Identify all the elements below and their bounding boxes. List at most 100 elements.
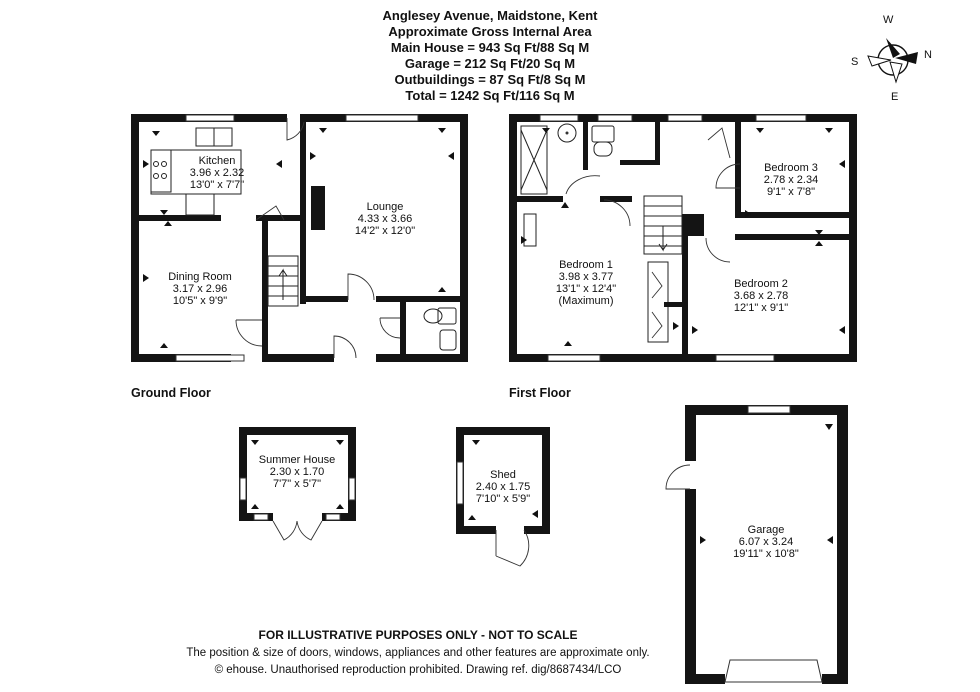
ff-wall-bed1-east <box>682 234 688 354</box>
ff-staircase <box>643 195 683 255</box>
bedroom2-imperial: 12'1" x 9'1" <box>734 302 788 314</box>
ff-marker <box>756 128 764 133</box>
garage-up-and-over-door <box>724 659 823 683</box>
ff-wall-bed2-north <box>735 234 849 240</box>
summer-house-plan: Summer House 2.30 x 1.70 7'7" x 5'7" <box>239 427 356 541</box>
shed-wall-bottom-left <box>456 526 496 534</box>
gf-wall-stair <box>262 220 268 354</box>
garage-wall-left-b <box>685 489 696 684</box>
total-area: Total = 1242 Sq Ft/116 Sq M <box>405 88 574 103</box>
ff-wall-right <box>849 114 857 362</box>
compass-needle-south-icon <box>867 55 892 67</box>
address-title: Anglesey Avenue, Maidstone, Kent <box>382 8 598 23</box>
copyright-line: © ehouse. Unauthorised reproduction proh… <box>215 664 622 676</box>
garage-area: Garage = 212 Sq Ft/20 Sq M <box>405 56 575 71</box>
gf-wc-cistern <box>437 307 457 325</box>
kitchen-name: Kitchen <box>199 155 236 167</box>
ff-window-bath <box>539 114 579 122</box>
gf-marker <box>438 287 446 292</box>
disclaimer-heading: FOR ILLUSTRATIVE PURPOSES ONLY - NOT TO … <box>259 628 578 642</box>
garage-metric: 6.07 x 3.24 <box>739 536 793 548</box>
ff-marker <box>745 210 751 218</box>
ff-wc-toilet <box>593 141 613 157</box>
ff-window-wc <box>597 114 633 122</box>
sh-window-right <box>348 477 356 501</box>
bedroom1-name: Bedroom 1 <box>559 259 613 271</box>
ff-wardrobe-doors <box>651 271 663 339</box>
gf-window-kitchen <box>185 114 235 122</box>
sh-wall-top <box>239 427 356 435</box>
compass-rose: W S N E <box>851 14 932 103</box>
gf-hob-ring-3 <box>153 173 159 179</box>
gf-wc-toilet <box>423 308 443 324</box>
gf-chimney-breast <box>311 186 325 230</box>
ff-window-bed1 <box>547 354 601 362</box>
gf-kitchen-unit <box>185 193 215 216</box>
gf-door-front <box>333 335 357 359</box>
sh-french-doors <box>272 520 323 541</box>
ff-door-cupboard <box>707 127 731 159</box>
gf-door-kitchen <box>286 118 305 141</box>
ff-window-bed2 <box>715 354 775 362</box>
gf-marker <box>164 221 172 226</box>
gf-wall-lounge-south-b <box>376 296 466 302</box>
lounge-metric: 4.33 x 3.66 <box>358 213 412 225</box>
ff-wall-chimney <box>682 214 704 236</box>
compass-needle-north-icon <box>895 52 918 64</box>
sh-window-left <box>239 477 247 501</box>
shed-wall-bottom-right <box>524 526 550 534</box>
gf-marker <box>438 128 446 133</box>
gf-wall-kitchen-south <box>139 215 221 221</box>
ff-wardrobe-divider <box>664 302 684 307</box>
ff-cupboard <box>523 213 537 247</box>
compass-label-n: N <box>924 49 932 61</box>
ff-basin-drain <box>565 131 569 135</box>
ff-marker <box>815 230 823 235</box>
first-floor-plan: Bedroom 3 2.78 x 2.34 9'1" x 7'8" Bedroo… <box>509 114 857 400</box>
compass-label-w: W <box>883 14 894 26</box>
garage-side-door <box>665 464 691 490</box>
ff-marker <box>692 326 698 334</box>
ff-marker <box>564 341 572 346</box>
gf-door-wc <box>379 317 401 339</box>
shed-wall-right <box>542 427 550 534</box>
sh-wall-right <box>348 427 356 521</box>
garage-name: Garage <box>748 524 785 536</box>
garage-window <box>747 405 791 414</box>
gf-window-dining <box>175 354 245 362</box>
ff-marker <box>839 326 845 334</box>
area-heading: Approximate Gross Internal Area <box>388 24 592 39</box>
shed-name: Shed <box>490 469 516 481</box>
ff-marker <box>673 322 679 330</box>
ff-door-bedroom3 <box>715 163 741 189</box>
ff-bath-basin <box>557 123 577 143</box>
gf-marker <box>160 210 168 215</box>
gf-door-lounge <box>347 273 375 301</box>
bedroom3-name: Bedroom 3 <box>764 162 818 174</box>
garage-wall-bottom-left <box>685 674 725 684</box>
gf-wall-lounge-west <box>300 114 306 304</box>
kitchen-metric: 3.96 x 2.32 <box>190 167 244 179</box>
sh-window-bottom-left <box>253 513 269 521</box>
disclaimer-note: The position & size of doors, windows, a… <box>186 647 649 659</box>
gf-marker <box>276 160 282 168</box>
ff-wall-bath-south-b <box>600 196 632 202</box>
dining-imperial: 10'5" x 9'9" <box>173 295 227 307</box>
outbuildings-area: Outbuildings = 87 Sq Ft/8 Sq M <box>394 72 585 87</box>
ground-floor-label: Ground Floor <box>131 386 211 400</box>
sh-wall-left <box>239 427 247 521</box>
ff-wall-bed3-west <box>735 122 741 218</box>
garage-marker <box>825 424 833 430</box>
ff-stair-arrow-icon <box>658 226 668 252</box>
bedroom2-metric: 3.68 x 2.78 <box>734 290 788 302</box>
ff-marker <box>561 202 569 208</box>
garage-marker <box>700 536 706 544</box>
gf-door-hall <box>255 205 285 221</box>
ff-wall-left <box>509 114 517 362</box>
ff-bath-tub <box>520 125 548 195</box>
gf-staircase <box>267 255 299 307</box>
gf-wall-lounge-south-a <box>300 296 348 302</box>
lounge-imperial: 14'2" x 12'0" <box>355 225 415 237</box>
dining-metric: 3.17 x 2.96 <box>173 283 227 295</box>
